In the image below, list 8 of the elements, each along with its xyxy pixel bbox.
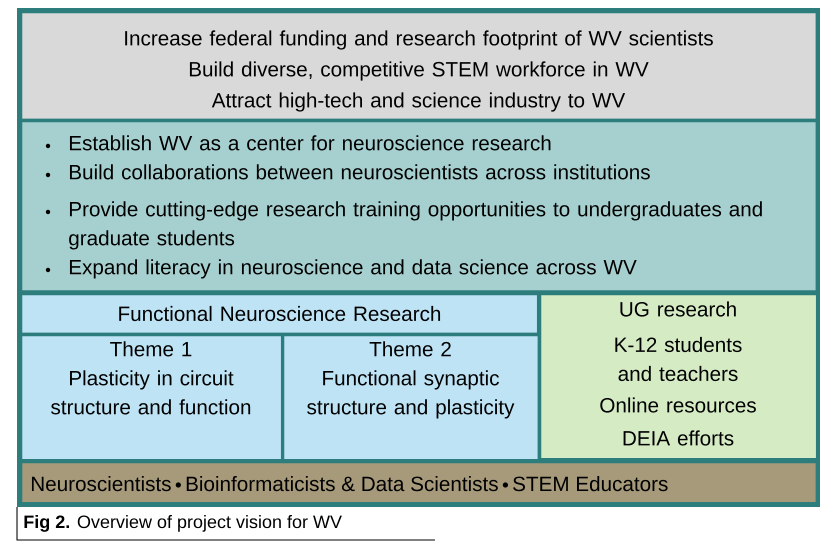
- outreach-box: UG research K-12 students and teachers Online resources DEIA efforts: [541, 295, 816, 458]
- caption: Fig 2. Overview of project vision for WV: [24, 514, 342, 532]
- theme-box: Theme 2 Functional synaptic structure and plasticity: [284, 336, 538, 459]
- goals-box: Increase federal funding and research footprint of WV scientists Build diverse, competitive STEM workforce in WV Attract high-tech and science industry to WV: [22, 13, 816, 119]
- people-band: Neuroscientists Bioinformaticists & Data Scientists STEM Educators: [22, 463, 816, 502]
- theme-box: Theme 1 Plasticity in circuit structure and function: [22, 336, 281, 459]
- research-header-box: Functional Neuroscience Research: [22, 295, 537, 333]
- objectives-box: Establish WV as a center for neuroscience research Build collaborations between neuroscientists across institutions Provide cutting-edge research training opportunities to undergraduates and graduate students Expand literacy in neuroscience and data science across WV: [22, 122, 816, 290]
